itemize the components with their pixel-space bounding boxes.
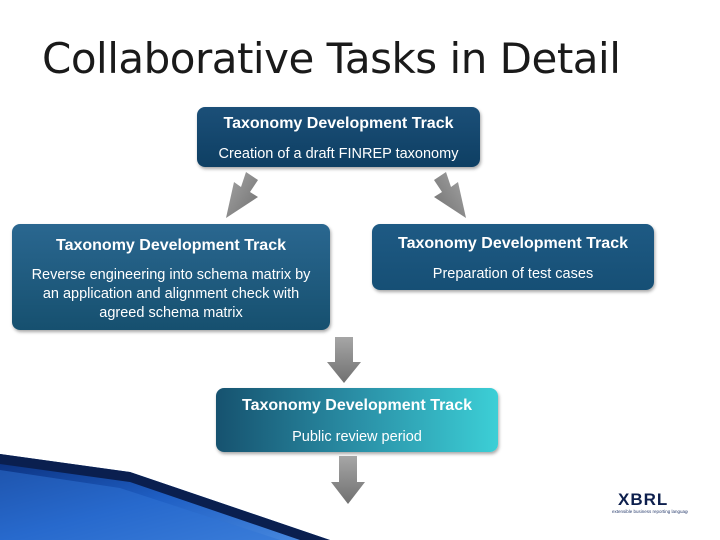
arrow-down-right-icon xyxy=(434,172,466,218)
box-draft-taxonomy: Taxonomy Development Track Creation of a… xyxy=(197,107,480,167)
box-reverse-engineering: Taxonomy Development Track Reverse engin… xyxy=(12,224,330,330)
arrow-down-icon xyxy=(327,337,361,383)
box-title: Taxonomy Development Track xyxy=(242,397,472,414)
box-title: Taxonomy Development Track xyxy=(56,237,286,254)
box-description: Public review period xyxy=(292,429,422,445)
slide-title: Collaborative Tasks in Detail xyxy=(42,34,621,83)
box-description: Reverse engineering into schema matrix b… xyxy=(31,267,311,321)
corner-swoosh-decoration xyxy=(0,454,330,540)
svg-text:XBRL: XBRL xyxy=(618,490,668,509)
box-description: Creation of a draft FINREP taxonomy xyxy=(218,146,459,162)
xbrl-logo: XBRL extensible business reporting langu… xyxy=(612,490,688,514)
box-title: Taxonomy Development Track xyxy=(223,115,454,132)
box-title: Taxonomy Development Track xyxy=(398,235,628,252)
svg-text:extensible business reporting: extensible business reporting language xyxy=(612,509,688,514)
box-public-review: Taxonomy Development Track Public review… xyxy=(216,388,498,452)
box-test-cases: Taxonomy Development Track Preparation o… xyxy=(372,224,654,290)
arrow-down-left-icon xyxy=(226,172,258,218)
box-description: Preparation of test cases xyxy=(432,266,594,282)
arrow-down-icon xyxy=(331,456,365,504)
